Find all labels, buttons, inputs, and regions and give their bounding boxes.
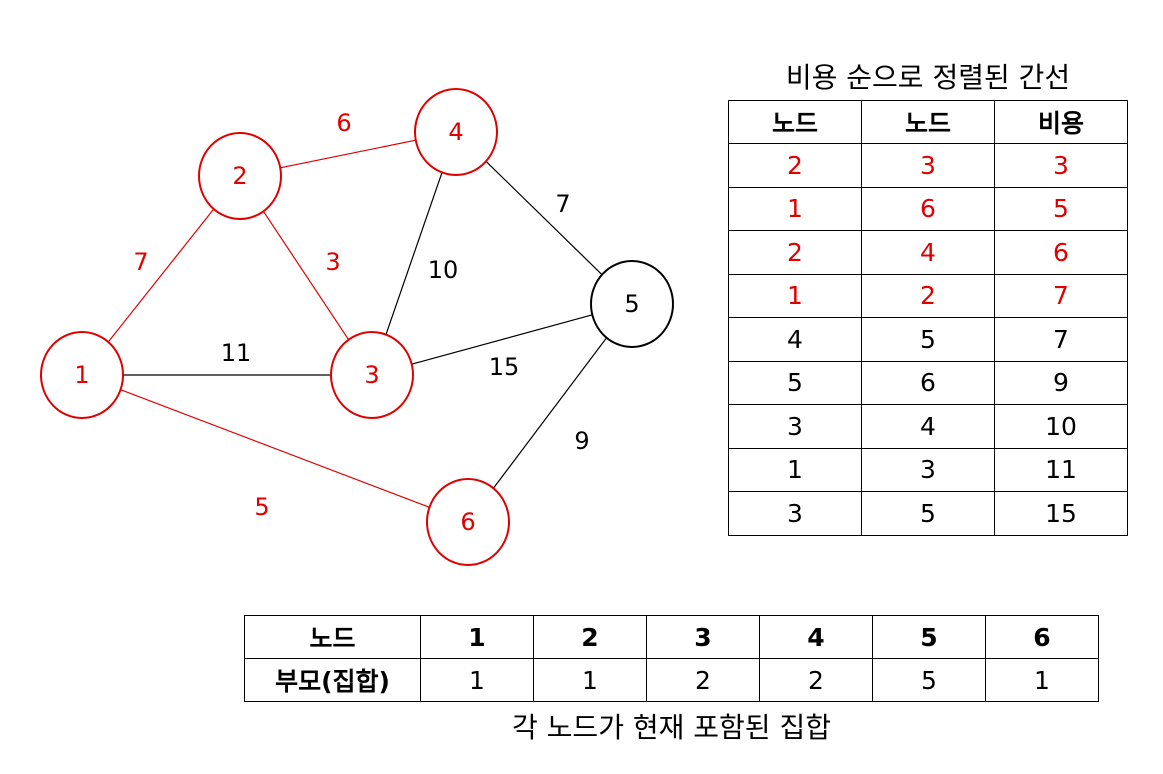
graph-edges: 7 6 3 10 7 11 15 5 9 — [107, 109, 608, 521]
edge-6-5 — [492, 337, 608, 489]
edge-weight-label-1-6: 5 — [254, 493, 269, 521]
edge-node-b-cell: 3 — [861, 447, 995, 492]
parent-table-caption: 각 노드가 현재 포함된 집합 — [512, 711, 831, 744]
parent-table-parent-of-5: 5 — [872, 658, 986, 702]
node-circle-2 — [198, 132, 282, 220]
graph-node-2: 2 — [198, 132, 282, 220]
edge-node-b-cell: 2 — [861, 273, 995, 318]
edge-table-caption: 비용 순으로 정렬된 간선 — [785, 61, 1071, 94]
node-circle-3 — [330, 331, 414, 419]
graph-diagram: 7 6 3 10 7 11 15 5 9 1 2 3 4 5 6 — [40, 88, 674, 566]
parent-table-parent-of-2: 1 — [533, 658, 647, 702]
edge-2-3 — [262, 210, 350, 341]
parent-table-parent-of-4: 2 — [759, 658, 873, 702]
edge-node-b-cell: 6 — [861, 360, 995, 405]
graph-node-4: 4 — [414, 88, 498, 176]
edge-cost-cell: 15 — [994, 491, 1128, 536]
edge-node-b-cell: 4 — [861, 230, 995, 275]
node-label-3: 3 — [364, 361, 379, 389]
edge-node-a-cell: 1 — [728, 447, 862, 492]
edge-2-4 — [280, 139, 416, 169]
edge-node-b-cell: 6 — [861, 186, 995, 231]
edge-node-a-cell: 1 — [728, 273, 862, 318]
edge-node-b-cell: 3 — [861, 143, 995, 188]
edge-cost-cell: 9 — [994, 360, 1128, 405]
edge-weight-label-3-5: 15 — [489, 353, 520, 381]
edge-cost-cell: 7 — [994, 273, 1128, 318]
edge-3-4 — [385, 172, 443, 335]
edge-cost-cell: 3 — [994, 143, 1128, 188]
edge-1-6 — [120, 389, 430, 508]
graph-node-6: 6 — [426, 478, 510, 566]
edge-cost-cell: 7 — [994, 317, 1128, 362]
node-circle-5 — [590, 260, 674, 348]
edge-cost-cell: 10 — [994, 404, 1128, 449]
graph-node-1: 1 — [40, 331, 124, 419]
edge-node-b-cell: 5 — [861, 491, 995, 536]
edge-node-a-cell: 2 — [728, 143, 862, 188]
parent-table-node-6: 6 — [985, 615, 1099, 659]
node-circle-1 — [40, 331, 124, 419]
parent-table-parent-label: 부모(집합) — [244, 658, 421, 702]
parent-table-node-3: 3 — [646, 615, 760, 659]
edge-node-a-cell: 4 — [728, 317, 862, 362]
graph-nodes: 1 2 3 4 5 6 — [40, 88, 674, 566]
edge-node-a-cell: 5 — [728, 360, 862, 405]
parent-table-node-4: 4 — [759, 615, 873, 659]
edge-node-a-cell: 2 — [728, 230, 862, 275]
edge-cost-cell: 6 — [994, 230, 1128, 275]
edge-node-b-cell: 5 — [861, 317, 995, 362]
header-node-a: 노드 — [728, 100, 862, 144]
parent-table-node-2: 2 — [533, 615, 647, 659]
node-label-6: 6 — [460, 508, 475, 536]
parent-table-parent-of-3: 2 — [646, 658, 760, 702]
edge-cost-cell: 11 — [994, 447, 1128, 492]
edge-node-a-cell: 3 — [728, 404, 862, 449]
edge-node-a-cell: 3 — [728, 491, 862, 536]
parent-table-parent-of-1: 1 — [420, 658, 534, 702]
edge-node-a-cell: 1 — [728, 186, 862, 231]
edge-weight-label-1-3: 11 — [221, 339, 252, 367]
edge-weight-label-4-5: 7 — [555, 190, 570, 218]
parent-table-node-1: 1 — [420, 615, 534, 659]
edge-cost-cell: 5 — [994, 186, 1128, 231]
parent-table-node-label: 노드 — [244, 615, 421, 659]
parent-table-parent-of-6: 1 — [985, 658, 1099, 702]
node-circle-6 — [426, 478, 510, 566]
edge-3-5 — [411, 314, 593, 365]
edge-weight-label-1-2: 7 — [133, 248, 148, 276]
graph-node-5: 5 — [590, 260, 674, 348]
node-label-4: 4 — [448, 118, 463, 146]
graph-node-3: 3 — [330, 331, 414, 419]
edge-1-2 — [107, 208, 215, 343]
header-node-b: 노드 — [861, 100, 995, 144]
edge-weight-label-3-4: 10 — [428, 256, 459, 284]
edge-node-b-cell: 4 — [861, 404, 995, 449]
parent-table-node-5: 5 — [872, 615, 986, 659]
header-cost: 비용 — [994, 100, 1128, 144]
edge-weight-label-2-3: 3 — [325, 248, 340, 276]
node-label-1: 1 — [74, 361, 89, 389]
edge-4-5 — [485, 160, 603, 276]
edge-weight-label-2-4: 6 — [336, 109, 351, 137]
node-label-5: 5 — [624, 290, 639, 318]
edge-table-header-row: 노드 노드 비용 — [728, 100, 1128, 144]
edge-weight-label-6-5: 9 — [574, 427, 589, 455]
node-circle-4 — [414, 88, 498, 176]
node-label-2: 2 — [232, 162, 247, 190]
